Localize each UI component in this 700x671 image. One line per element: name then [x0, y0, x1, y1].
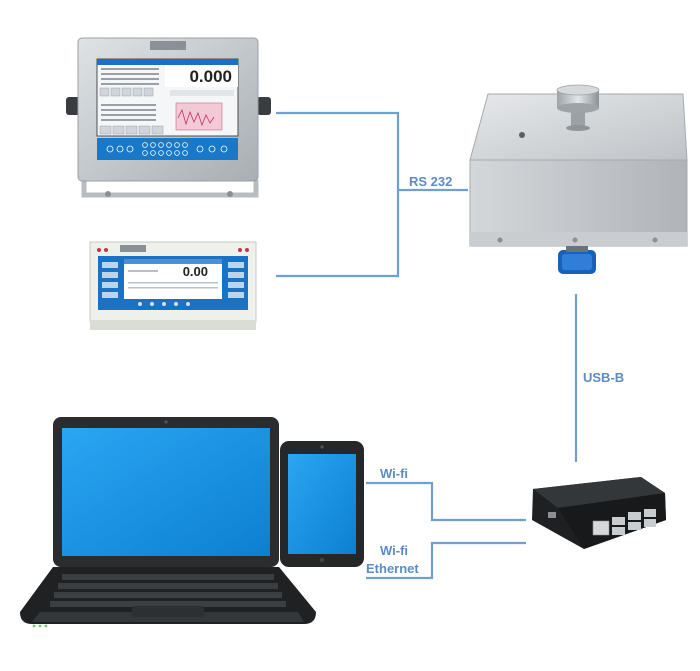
desktop-terminal-icon: 0.00: [89, 241, 257, 330]
industrial-terminal-icon: 0.000: [66, 37, 271, 198]
rs232-label: RS 232: [409, 174, 453, 189]
load-cell-module-icon: [469, 84, 688, 274]
wifi-line-top: [366, 481, 526, 522]
rs232-line-terminal-large: [276, 111, 400, 278]
usb-b-label: USB-B: [583, 370, 625, 385]
wifi-label-bottom: Wi-fi: [380, 543, 409, 558]
laptop-icon: [20, 417, 316, 628]
ethernet-label: Ethernet: [366, 561, 419, 576]
mini-computer-icon: [532, 477, 666, 549]
wifi-label-top: Wi-fi: [380, 466, 409, 481]
connection-lines: [276, 111, 578, 580]
terminal-small-reading: 0.00: [183, 264, 208, 279]
tablet-icon: [280, 441, 364, 567]
wifi-ethernet-line-bottom: [366, 541, 526, 580]
terminal-large-reading: 0.000: [189, 67, 232, 86]
